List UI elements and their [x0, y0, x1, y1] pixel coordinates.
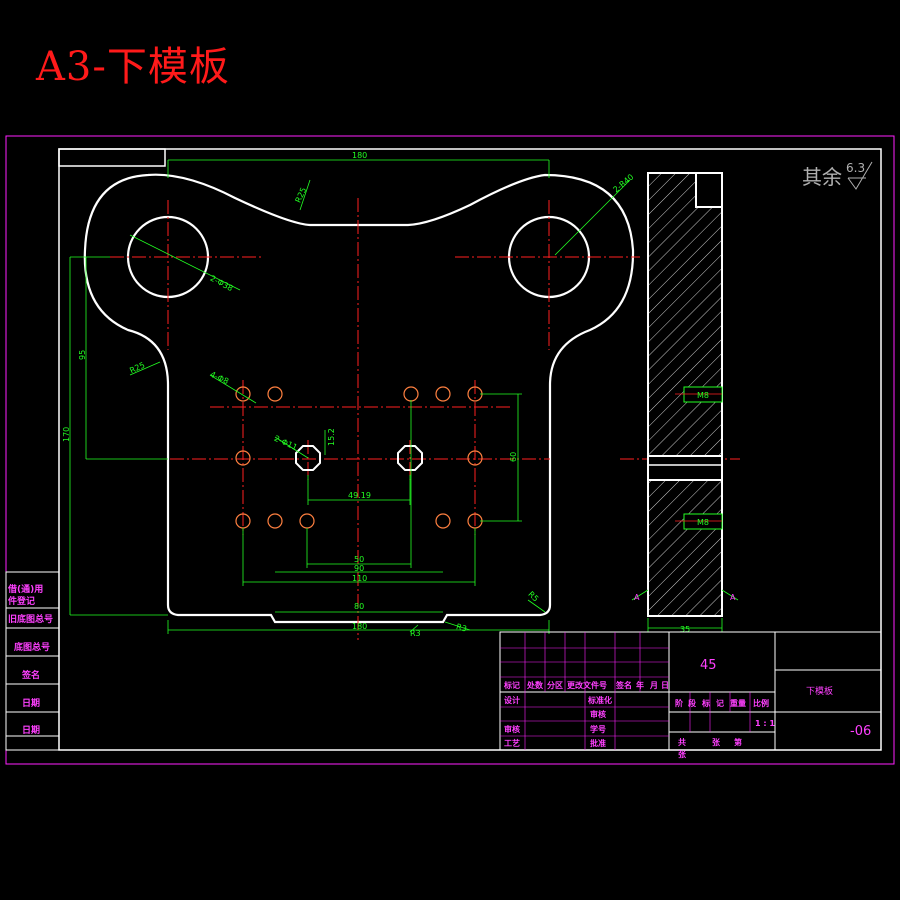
dim-15-2: 15.2: [327, 428, 336, 446]
tb-stage-scale: 比例: [753, 698, 769, 708]
tb-sheets-no: 第: [734, 737, 742, 747]
tb-part-name: 下模板: [806, 685, 833, 697]
tb-material: 45: [700, 658, 717, 673]
guide-hole-right: [397, 445, 423, 471]
outer-frame: [5, 135, 895, 765]
tb-stage-weight: 重量: [730, 698, 746, 708]
small-holes: [235, 386, 483, 529]
tb-row-student: 学号: [590, 724, 606, 734]
dim-holes-2: 2-Φ11: [273, 434, 299, 452]
tb-row-process: 工艺: [504, 738, 520, 748]
tb-stage-2: 段: [688, 698, 696, 708]
dim-holes-4: 4-Φ8: [209, 370, 230, 386]
tb-stage-1: 阶: [675, 698, 683, 708]
dim-r-top: R25: [294, 186, 309, 204]
tb-sheets-total: 共: [678, 737, 686, 747]
inner-border: [58, 148, 882, 751]
section-view: [647, 172, 723, 617]
strip-row-1a: 借(通)用: [7, 583, 43, 595]
dim-60: 60: [509, 452, 518, 462]
strip-row-5: 日期: [22, 697, 40, 709]
dim-r-right: 2-R40: [611, 172, 635, 194]
guide-hole-left: [295, 445, 321, 471]
strip-row-1b: 件登记: [8, 595, 35, 607]
dim-r-left: R25: [128, 361, 146, 376]
tb-header-zone: 分区: [547, 680, 563, 690]
section-mark-a: A: [634, 593, 640, 602]
drawing-title: A3-下模板: [36, 44, 230, 90]
tb-scale-value: 1 : 1: [755, 719, 775, 728]
strip-row-3: 底图总号: [14, 641, 50, 653]
roughness-symbol: [847, 161, 873, 190]
title-block: [499, 631, 882, 751]
tb-sheets-unit2: 张: [678, 750, 687, 759]
tb-drawing-no: -06: [850, 724, 871, 739]
tb-header-mark: 标记: [503, 680, 520, 690]
dim-m8-b: M8: [697, 518, 709, 527]
top-left-tag-box: [58, 148, 166, 167]
dim-170: 170: [62, 427, 71, 442]
dim-50: 50: [354, 555, 364, 564]
dim-110: 110: [352, 574, 367, 583]
roughness-value: 6.3: [846, 161, 865, 175]
left-strip-table: [5, 571, 60, 751]
dim-35: 35: [680, 625, 690, 634]
section-arrows: [409, 589, 739, 633]
tb-stage-3: 标: [701, 698, 710, 708]
tb-header-year: 年: [636, 680, 644, 690]
dim-r-br: R5: [526, 590, 540, 604]
tb-stage-4: 记: [716, 698, 724, 708]
tb-row-approve: 批准: [590, 738, 606, 748]
strip-row-6: 日期: [22, 724, 40, 736]
dim-95: 95: [78, 350, 87, 360]
plate-outline: [83, 173, 635, 624]
dim-80: 80: [354, 602, 364, 611]
dim-180-top: 180: [352, 151, 367, 160]
tb-header-sign: 签名: [615, 680, 632, 690]
tb-row-standard: 标准化: [587, 695, 612, 705]
tb-header-day: 日: [661, 681, 669, 690]
dim-90: 90: [354, 564, 364, 573]
dim-r-b2: R3: [410, 629, 421, 638]
tb-row-review: 审核: [504, 724, 520, 734]
tb-row-review-r: 审核: [590, 709, 606, 719]
section-mark-b: A: [730, 593, 736, 602]
dimension-lines: [69, 159, 723, 634]
tb-header-month: 月: [649, 681, 658, 690]
strip-row-4: 签名: [21, 669, 40, 681]
tb-row-design: 设计: [504, 695, 520, 705]
tb-header-count: 处数: [526, 680, 544, 690]
dim-180-bot: 180: [352, 622, 367, 631]
tb-header-docno: 更改文件号: [567, 680, 607, 690]
dim-m8-a: M8: [697, 391, 709, 400]
tb-sheets-unit1: 张: [712, 738, 721, 747]
dim-r-b1: R3: [455, 622, 468, 633]
title-block-grid: [500, 632, 751, 750]
dim-hole-big: 2-Φ38: [209, 274, 235, 293]
center-lines: [110, 198, 740, 640]
dim-49-19: 49.19: [348, 491, 371, 500]
strip-row-2: 旧底图总号: [8, 613, 53, 625]
roughness-label: 其余: [802, 165, 842, 189]
